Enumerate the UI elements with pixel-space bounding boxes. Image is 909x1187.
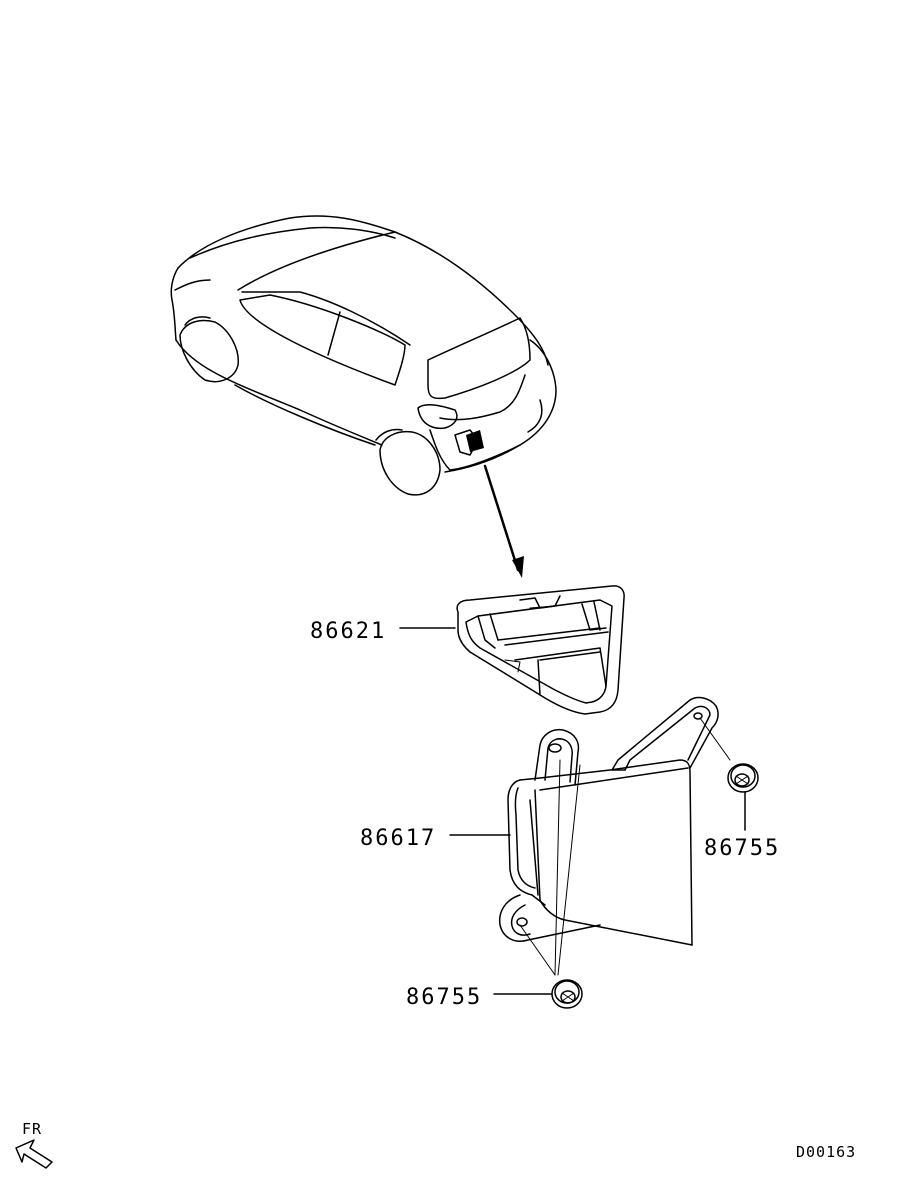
front-label: FR xyxy=(22,1120,42,1138)
bracket-part-number: 86621 xyxy=(310,619,386,644)
front-arrow-icon xyxy=(15,1139,53,1169)
vehicle-illustration xyxy=(170,215,557,496)
nut-bottom-part-number: 86755 xyxy=(406,985,482,1010)
module-unit-part-number: 86617 xyxy=(360,826,436,851)
diagram-code: D00163 xyxy=(796,1143,856,1161)
nut-bottom-part xyxy=(493,759,583,1009)
bracket-part xyxy=(456,585,625,715)
location-arrow xyxy=(483,464,524,578)
nut-right-part xyxy=(699,717,759,831)
nut-right-part-number: 86755 xyxy=(704,836,780,861)
front-direction-indicator: FR xyxy=(15,1120,53,1169)
module-unit-part xyxy=(498,696,719,946)
